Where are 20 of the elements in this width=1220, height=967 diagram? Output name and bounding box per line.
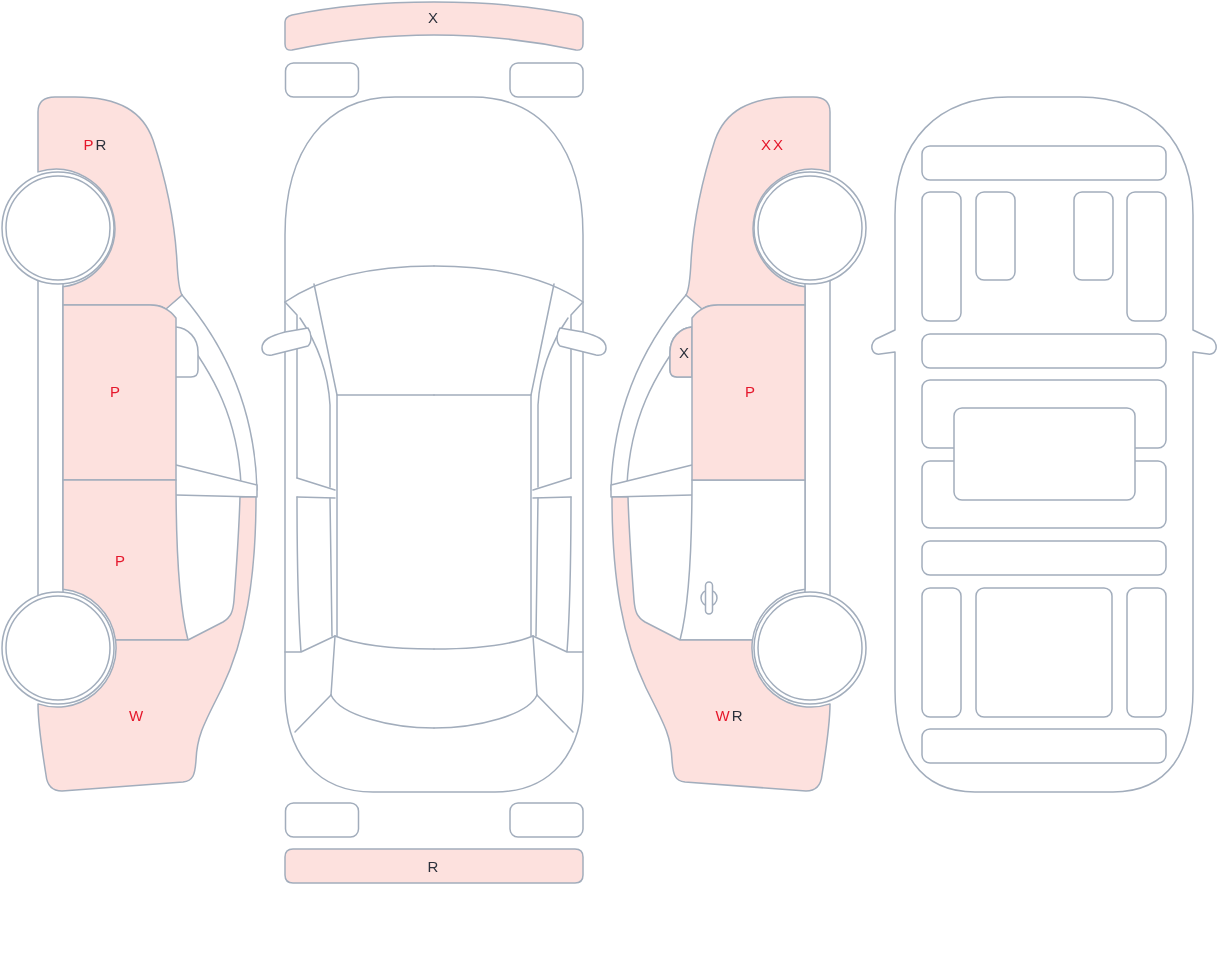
damage-code: X bbox=[679, 343, 689, 361]
door-panel bbox=[690, 304, 806, 482]
bumper-panel bbox=[284, 1, 584, 52]
quarter-panel bbox=[610, 495, 832, 793]
damage-code: P bbox=[83, 135, 94, 153]
door-panel bbox=[62, 304, 178, 482]
damage-code: P bbox=[745, 382, 755, 400]
bumper-panel bbox=[284, 848, 584, 884]
damage-code: R bbox=[731, 706, 743, 724]
damage-code: X bbox=[761, 135, 771, 153]
damage-code: P bbox=[115, 551, 125, 569]
door-panel bbox=[62, 479, 190, 642]
damage-code: X bbox=[428, 8, 438, 26]
damage-code: W bbox=[715, 706, 730, 724]
damage-code: R bbox=[427, 857, 439, 875]
damage-code: X bbox=[773, 135, 783, 153]
mirror-panel bbox=[669, 326, 693, 378]
damage-code: P bbox=[110, 382, 120, 400]
damage-code: W bbox=[128, 706, 144, 724]
damage-code: R bbox=[95, 135, 107, 153]
